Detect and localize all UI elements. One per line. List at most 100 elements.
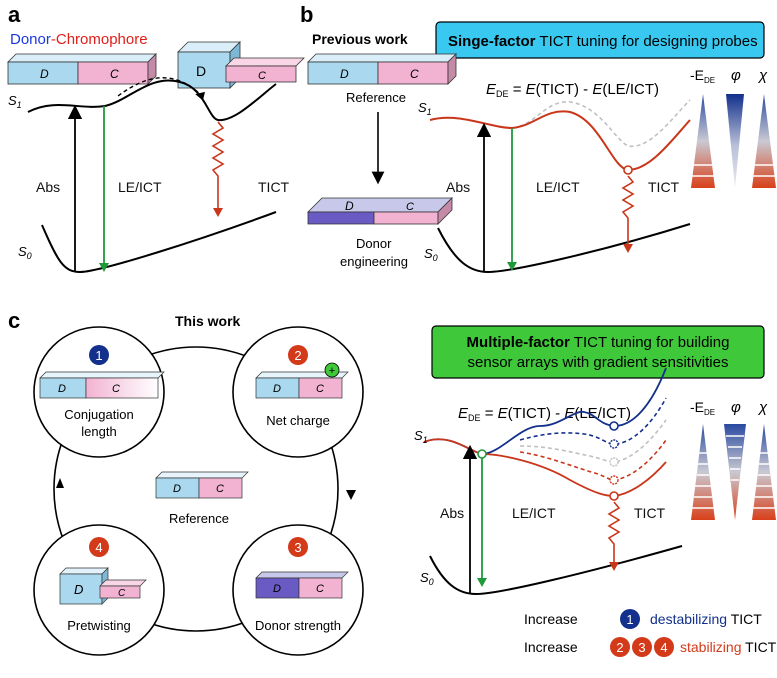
twisted-block-c-label: C	[258, 70, 266, 82]
engineered-donor-block: D C	[307, 197, 453, 225]
panel-a: a Donor-Chromophore D C D C S1 S0	[7, 2, 305, 274]
destabilizing-legend: destabilizing TICT	[650, 611, 762, 627]
donor-engineering-line2: engineering	[340, 254, 408, 269]
svg-text:C: C	[112, 383, 120, 395]
panel-b-letter: b	[300, 2, 313, 27]
this-work-label: This work	[175, 313, 241, 329]
svg-text:D: D	[340, 67, 349, 81]
multiple-factor-banner	[431, 325, 765, 379]
engineered-s1-curve	[429, 110, 691, 172]
panel-c-s0-curve	[429, 545, 683, 596]
panel-c-abs-label: Abs	[440, 505, 464, 521]
svg-text:C: C	[406, 201, 414, 213]
svg-text:D: D	[273, 583, 281, 595]
le-ict-label: LE/ICT	[118, 179, 162, 195]
phi-gradient-triangle	[726, 94, 744, 188]
center-reference-label: Reference	[169, 511, 229, 526]
single-factor-banner-text: Singe-factor TICT tuning for designing p…	[448, 33, 758, 50]
donor-label: Donor	[10, 31, 51, 48]
s1-curve-destabilized-dashed	[519, 397, 667, 445]
panel-c-ede-triangle	[691, 424, 715, 520]
panel-c-tict-wavy-arrow	[607, 501, 621, 564]
ede-gradient-triangle	[691, 94, 715, 188]
stabilizing-legend: stabilizing TICT	[680, 639, 777, 655]
svg-text:D: D	[173, 483, 181, 495]
factor-1-number: 1	[95, 348, 102, 363]
svg-text:D: D	[273, 383, 281, 395]
panel-a-letter: a	[8, 2, 21, 27]
donor-engineering-line1: Donor	[356, 236, 392, 251]
panel-b: b Previous work Singe-factor TICT tuning…	[300, 2, 776, 274]
multiple-factor-banner-line2: sensor arrays with gradient sensitivitie…	[468, 354, 729, 371]
factor-circle-1: 1 D C Conjugation length	[33, 326, 165, 458]
s1-curve-stabilized-dashed	[519, 439, 667, 481]
factor-4-number: 4	[95, 540, 102, 555]
svg-text:-EDE: -EDE	[690, 399, 715, 417]
center-reference-block: D C Reference	[155, 471, 249, 526]
s0-label: S0	[18, 244, 32, 261]
dash-label: -	[51, 31, 56, 48]
panel-b-abs-label: Abs	[446, 179, 470, 195]
s1-label: S1	[8, 93, 22, 110]
panel-c-le-ict-minimum	[477, 449, 487, 459]
factor-2-number: 2	[294, 348, 301, 363]
factor-1-line2: length	[81, 424, 116, 439]
abs-label: Abs	[36, 179, 60, 195]
panel-b-tict-minimum	[623, 165, 633, 175]
panel-c-tict-label: TICT	[634, 505, 666, 521]
factor-3-number: 3	[294, 540, 301, 555]
donor-chromophore-title: Donor-Chromophore	[10, 31, 148, 48]
panel-c-chi-triangle	[752, 424, 776, 520]
factor-4-line1: Pretwisting	[67, 618, 131, 633]
svg-text:1: 1	[626, 612, 633, 627]
panel-c-phi-triangle	[724, 424, 746, 520]
panel-c-le-ict-label: LE/ICT	[512, 505, 556, 521]
ede-equation: EDE = E(TICT) - E(LE/ICT)	[486, 81, 659, 99]
block-c-label: C	[110, 67, 119, 81]
svg-text:C: C	[216, 483, 224, 495]
chromophore-label: Chromophore	[56, 31, 148, 48]
factor-1-line1: Conjugation	[64, 407, 133, 422]
panel-c-letter: c	[8, 308, 20, 333]
chi-gradient-triangle	[752, 94, 776, 188]
svg-text:D: D	[58, 383, 66, 395]
panel-c-ede-equation: EDE = E(TICT) - E(LE/ICT)	[458, 405, 631, 423]
factor-3-line1: Donor strength	[255, 618, 341, 633]
factor-circle-3: 3 D C Donor strength	[232, 524, 364, 656]
svg-text:C: C	[316, 583, 324, 595]
svg-text:3: 3	[638, 640, 645, 655]
panel-b-tict-wavy-arrow	[621, 175, 635, 246]
increase-label-2: Increase	[524, 639, 578, 655]
svg-text:C: C	[410, 67, 419, 81]
single-factor-banner	[435, 21, 765, 59]
multiple-factor-banner-line1: Multiple-factor TICT tuning for building	[467, 334, 730, 351]
svg-text:φ: φ	[731, 399, 741, 416]
s1-curve-reference-dashed	[519, 419, 667, 463]
factor-circle-4: 4 D C Pretwisting	[33, 524, 165, 656]
svg-text:D: D	[74, 582, 83, 597]
net-charge-plus-icon	[324, 362, 340, 378]
chi-label: χ	[757, 67, 768, 84]
panel-b-s0-curve	[437, 223, 691, 274]
phi-label: φ	[731, 67, 741, 84]
tict-wavy-arrow	[211, 121, 225, 210]
panel-b-tict-label: TICT	[648, 179, 680, 195]
twisted-block-d-label: D	[196, 63, 206, 79]
svg-text:S0: S0	[424, 246, 438, 263]
panel-b-le-ict-label: LE/ICT	[536, 179, 580, 195]
svg-text:C: C	[118, 588, 126, 599]
svg-text:+: +	[329, 365, 335, 377]
svg-text:4: 4	[660, 640, 667, 655]
cycle-ring	[53, 346, 339, 632]
reference-block: D C	[307, 53, 457, 85]
reference-s1-dashed-curve	[429, 99, 691, 147]
svg-text:D: D	[345, 199, 354, 213]
s0-curve	[41, 211, 277, 274]
minus-ede-label: -EDE	[690, 67, 715, 85]
planar-donor-chromophore-block: D C	[7, 53, 157, 85]
svg-text:S1: S1	[418, 100, 432, 117]
block-d-label: D	[40, 67, 49, 81]
reference-label: Reference	[346, 90, 406, 105]
svg-text:S0: S0	[420, 570, 434, 587]
